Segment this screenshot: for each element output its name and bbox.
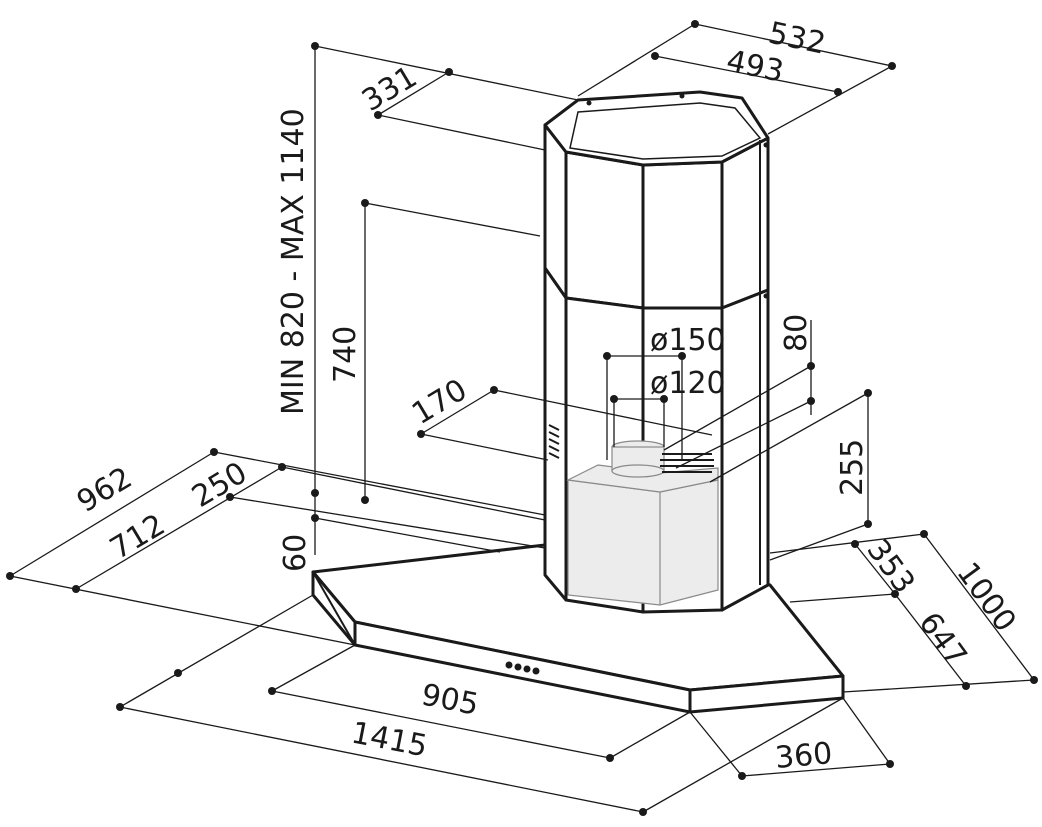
label-255: 255: [835, 439, 870, 496]
chimney: [543, 90, 770, 614]
dimension-labels: MIN 820 - MAX 1140 532 493 331 740 170 ø…: [71, 16, 1023, 776]
label-353: 353: [860, 533, 922, 600]
canopy-bevel: [312, 571, 356, 646]
control-buttons: [505, 661, 540, 675]
label-740: 740: [328, 326, 363, 383]
label-height-range: MIN 820 - MAX 1140: [276, 108, 311, 415]
label-647: 647: [912, 606, 974, 673]
chimney-upper-front-left: [564, 150, 645, 310]
vent-grille: [548, 424, 560, 459]
dimension-lines: [6, 20, 1038, 816]
label-dia150: ø150: [650, 323, 726, 358]
chimney-upper-front-right: [641, 160, 724, 310]
label-712: 712: [104, 507, 171, 566]
label-1415: 1415: [348, 715, 430, 764]
label-80: 80: [779, 314, 814, 352]
label-250: 250: [186, 455, 253, 514]
motor-box: [565, 440, 719, 606]
label-905: 905: [418, 677, 481, 722]
label-962: 962: [71, 460, 138, 519]
label-331: 331: [356, 59, 423, 118]
label-360: 360: [774, 736, 834, 776]
label-dia120: ø120: [650, 366, 726, 401]
chimney-upper-right: [720, 136, 770, 310]
chimney-lower-left: [543, 266, 568, 602]
label-60: 60: [278, 534, 313, 572]
chimney-top-opening: [569, 102, 762, 160]
chimney-lower-right: [720, 288, 770, 612]
label-1000: 1000: [950, 556, 1023, 638]
